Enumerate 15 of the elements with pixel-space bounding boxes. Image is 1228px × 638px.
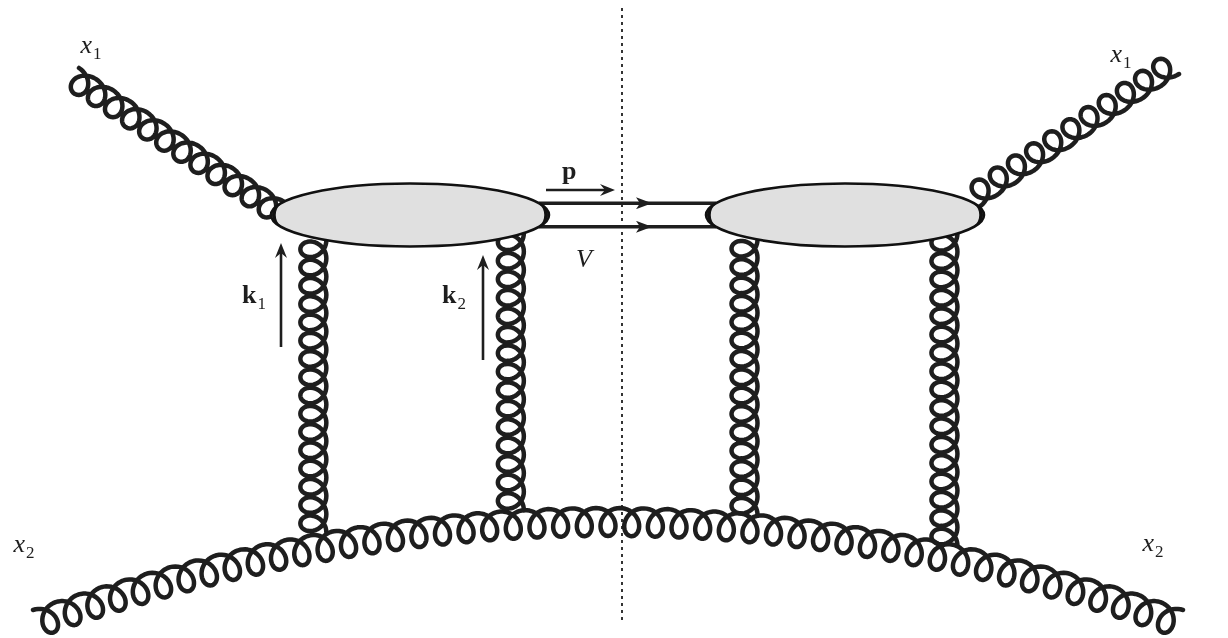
blob-ellipse bbox=[268, 182, 552, 248]
variable-label: x$_{1}$ bbox=[1107, 40, 1135, 68]
momentum-label: k$_{2}$ bbox=[442, 281, 466, 309]
arrow-line bbox=[538, 197, 717, 210]
momentum-label: k$_{1}$ bbox=[242, 281, 266, 309]
momentum-label: p bbox=[562, 157, 577, 185]
gluon-line bbox=[298, 237, 329, 535]
arrow-line bbox=[538, 220, 717, 233]
gluon-line bbox=[30, 505, 1186, 636]
gluon-line bbox=[969, 56, 1182, 210]
gluon-line bbox=[68, 65, 287, 220]
variable-label: x$_{1}$ bbox=[77, 31, 105, 59]
blob-ellipse bbox=[703, 182, 987, 248]
variable-label: x$_{2}$ bbox=[1139, 529, 1167, 557]
variable-label: x$_{2}$ bbox=[10, 530, 38, 558]
